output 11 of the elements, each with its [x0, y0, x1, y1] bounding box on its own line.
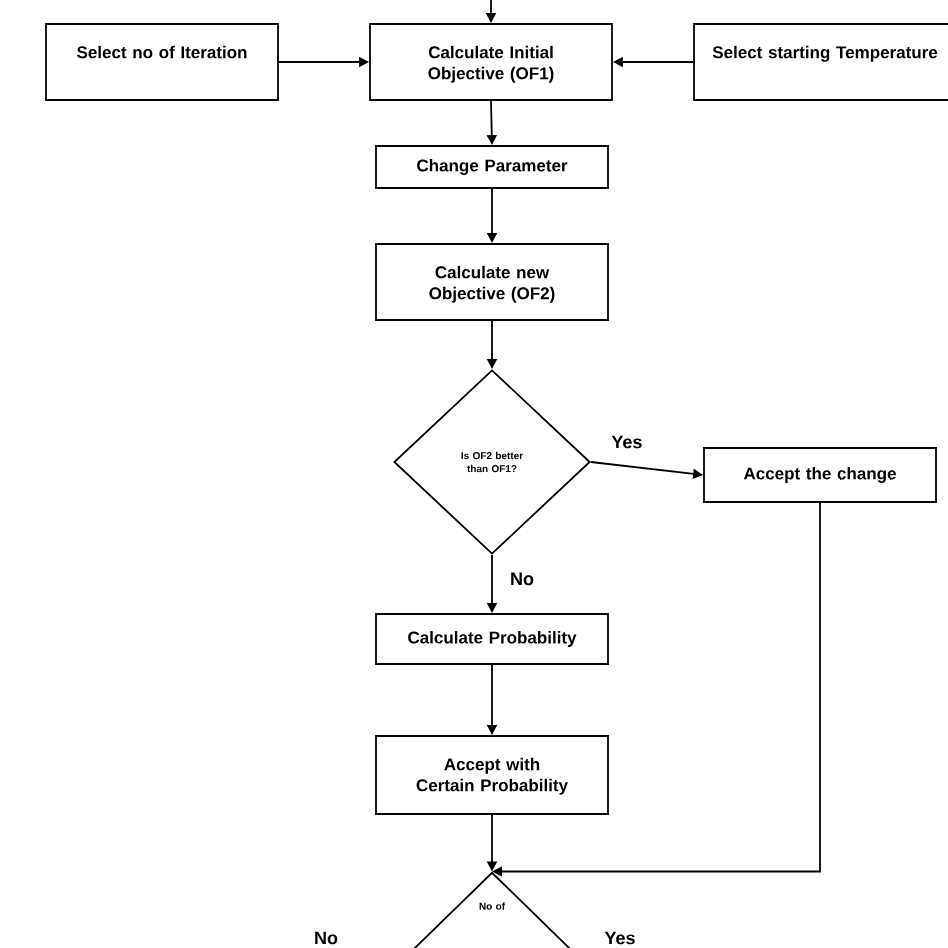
- process-box: Accept with Certain Probability: [375, 735, 609, 815]
- edge-label: Yes: [609, 433, 645, 451]
- process-box: Accept the change: [703, 447, 937, 503]
- process-box: Calculate new Objective (OF2): [375, 243, 609, 321]
- edge-label: No: [508, 570, 536, 588]
- process-box: Select starting Temperature: [693, 23, 948, 101]
- process-box: Calculate Probability: [375, 613, 609, 665]
- process-box: Select no of Iteration: [45, 23, 279, 101]
- process-box: Calculate Initial Objective (OF1): [369, 23, 613, 101]
- process-box: Change Parameter: [375, 145, 609, 189]
- branch-label: No: [315, 931, 338, 945]
